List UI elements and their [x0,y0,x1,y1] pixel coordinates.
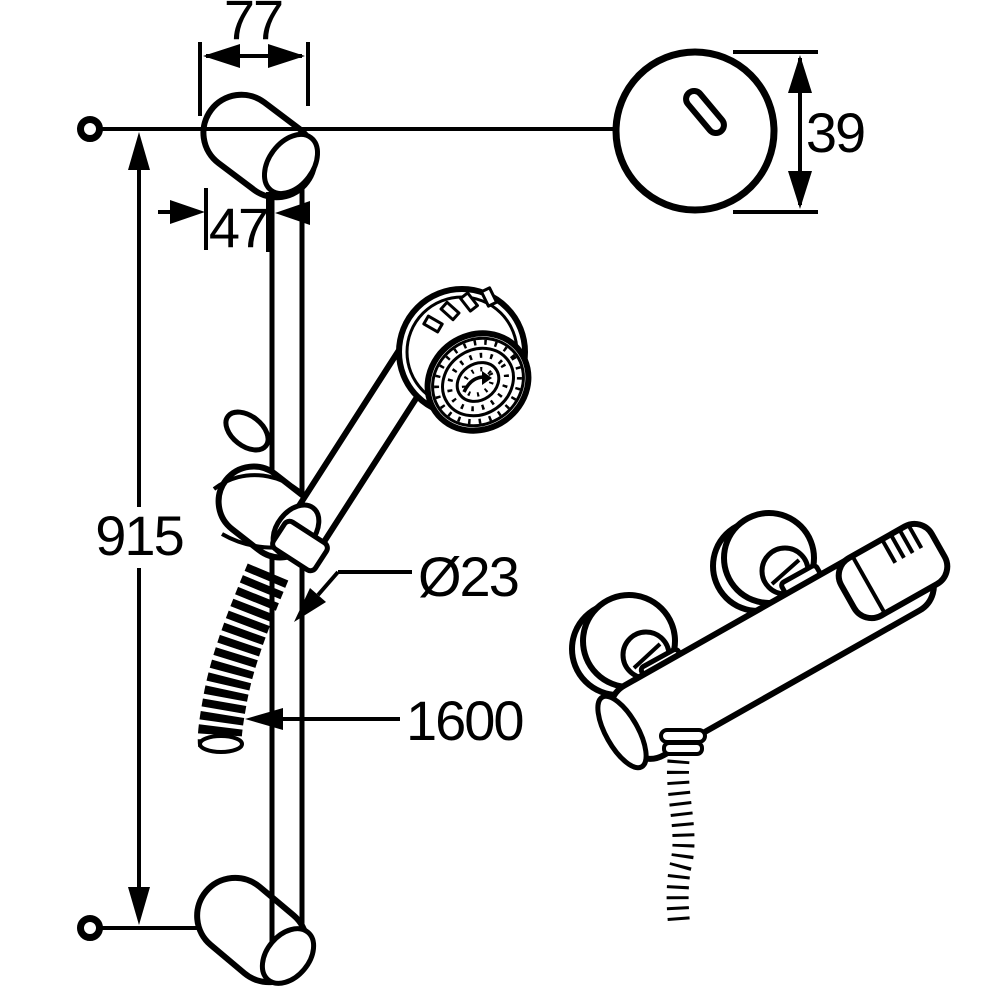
rosette-slot [683,87,727,137]
hose-connector-ring [659,728,707,744]
rosette-cover-plate [612,48,778,214]
arrowhead-up-icon [788,55,812,93]
spray-mode-ring-marks [422,286,499,334]
dimension-47: 47 [158,188,310,259]
grip-line [906,524,924,550]
arrowhead-down-icon [128,887,150,925]
arrowhead-left-icon [275,201,310,225]
arrowhead-right-icon [268,44,305,68]
grip-line [889,534,906,559]
nozzle-dots-outer [434,339,522,425]
mode-mark [479,286,499,308]
dim-39-label: 39 [806,101,864,164]
shower-head-face [424,330,532,434]
dimension-77: 77 [198,0,310,116]
slider-clamp-edge-upper [212,473,310,501]
dim-47-label: 47 [209,196,267,259]
mode-mark [459,291,479,313]
mode-mark [422,314,444,334]
hose-end-cap [198,734,244,754]
grip-line [898,529,915,554]
dimension-39: 39 [733,50,866,214]
nozzle-dots-inner [461,366,495,398]
leader-line-bend [316,570,340,597]
mixer-hose-ribs [666,747,695,925]
hand-shower [270,286,532,574]
bottom-anchor-point [77,915,103,941]
leader-hose-length: 1600 [245,689,525,752]
handle-hose-nut [270,518,330,574]
bar-diameter-label: Ø23 [418,545,518,608]
arrowhead-up-icon [128,132,150,170]
arrowhead-left-icon [203,44,240,68]
mode-mark [439,300,461,322]
hose-connector-ring [662,741,704,756]
slider-top-tab [223,409,271,453]
face-ring [455,361,501,403]
arrowhead-left-icon [245,708,283,730]
arrowhead-down-left-icon [294,588,326,622]
hose-ribs [197,563,289,748]
top-anchor-point [77,116,103,142]
rosette-right-facet [770,558,801,586]
bottom-bracket-ring-face [259,926,317,986]
wall-reference-marks [77,116,616,941]
rosette-left-facet [632,642,662,670]
top-bracket-ring-face [261,132,321,196]
dim-915-label: 915 [95,504,182,567]
mode-arrow-icon [462,375,485,393]
face-outer-ring [424,330,532,434]
wall-rosette-detail [612,48,778,214]
arrowhead-down-icon [788,171,812,209]
leader-bar-diameter: Ø23 [294,545,520,622]
face-ring [431,336,525,428]
mixer-body-end-cap [595,693,649,771]
handle-joint [850,555,887,615]
dimension-915: 915 [95,132,185,925]
arrowhead-right-icon [170,200,205,224]
mode-arrow-head-icon [482,371,492,385]
thermostatic-mixer [569,510,951,925]
face-ring [441,346,515,418]
thermostat-handle [835,520,951,622]
dim-77-label: 77 [224,0,282,51]
hose-length-label: 1600 [406,689,523,752]
shower-hose-coil [197,563,289,754]
grip-line [880,539,898,564]
